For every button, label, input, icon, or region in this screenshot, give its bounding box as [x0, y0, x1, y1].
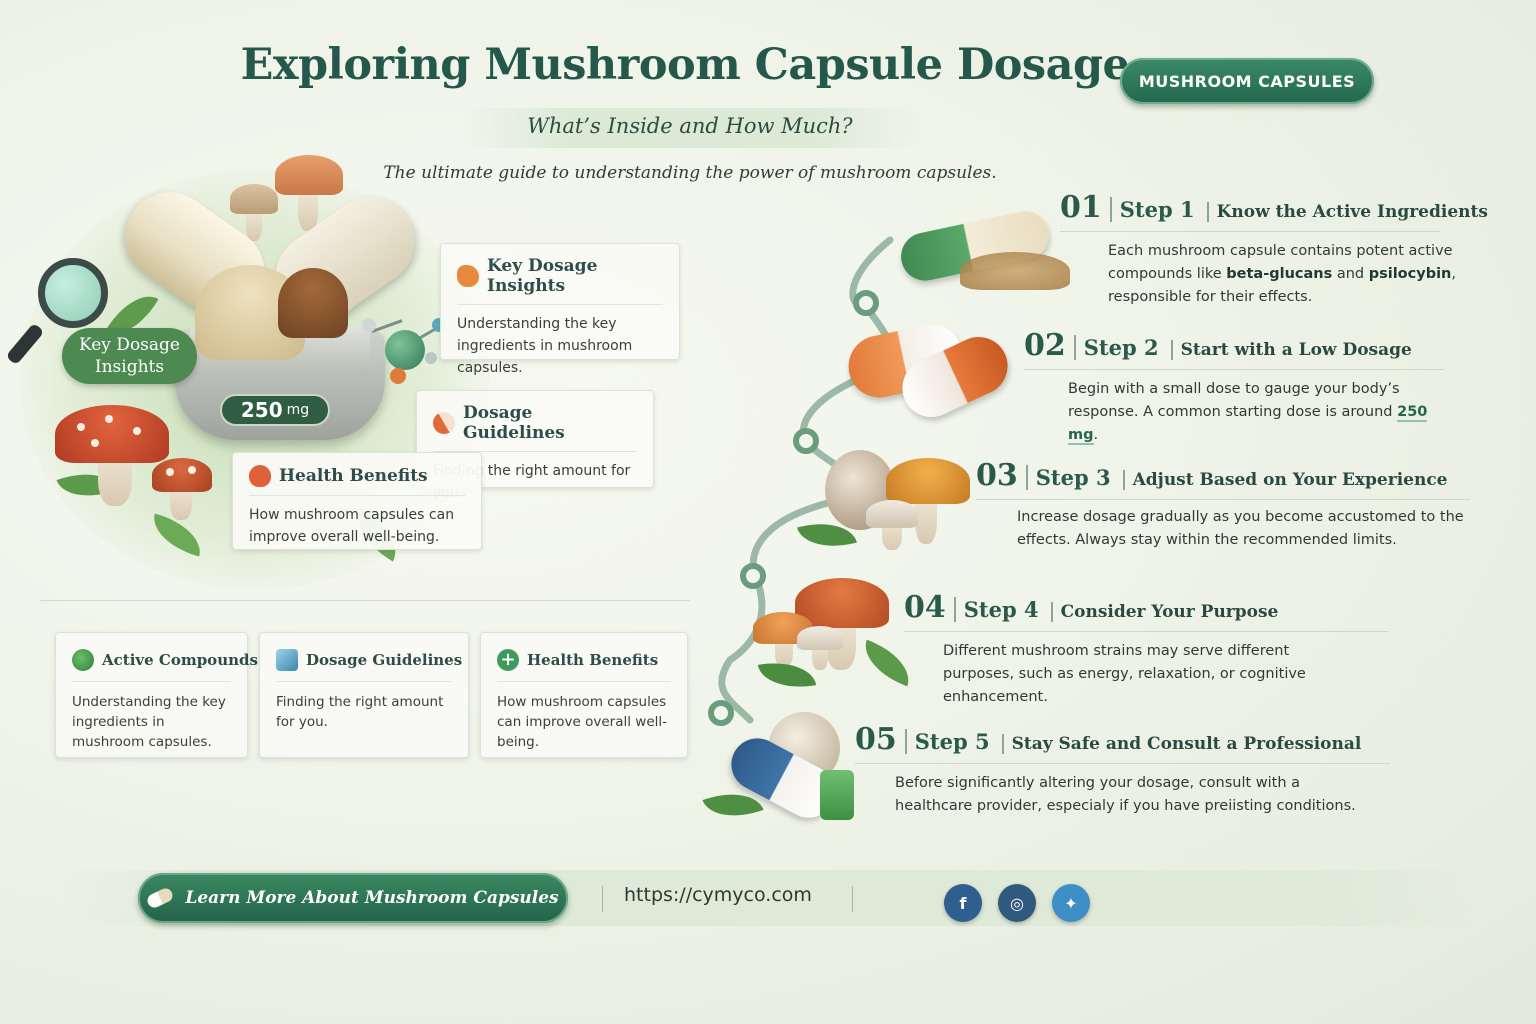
plus-icon: +: [497, 649, 519, 671]
molecule-icon: [385, 330, 425, 370]
step-label: Step 1: [1109, 197, 1195, 222]
step-number: 04: [904, 590, 946, 625]
cube-icon: [276, 649, 298, 671]
feature-title: Health Benefits: [527, 651, 659, 669]
dose-unit: mg: [286, 402, 310, 418]
mushroom-icon: [275, 155, 343, 195]
feature-body: Understanding the key ingredients in mus…: [72, 694, 226, 750]
step-4-body: Different mushroom strains may serve dif…: [943, 643, 1306, 705]
step-text: Each mushroom capsule contains potent ac…: [1108, 243, 1453, 282]
step-2-heading: 02 Step 2 Start with a Low Dosage: [1024, 328, 1444, 370]
step-text: Begin with a small dose to gauge your bo…: [1068, 381, 1400, 420]
dose-highlight: 250 mg: [1068, 404, 1428, 445]
step-number: 05: [855, 722, 897, 757]
path-node: [853, 290, 879, 316]
mushroom-icon: [55, 405, 169, 463]
step-title: Consider Your Purpose: [1050, 602, 1278, 622]
callout-body: Understanding the key ingredients in mus…: [457, 316, 633, 376]
page-title: Exploring Mushroom Capsule Dosage: [240, 40, 1130, 90]
step-label: Step 4: [953, 597, 1039, 622]
step-title: Know the Active Ingredients: [1206, 202, 1488, 222]
step-text: , responsible for their effects.: [1108, 266, 1456, 305]
step-title: Stay Safe and Consult a Professional: [1001, 734, 1361, 754]
subtitle-band: [460, 108, 920, 148]
step-number: 01: [1060, 190, 1102, 225]
category-badge[interactable]: MUSHROOM CAPSULES: [1120, 58, 1374, 104]
page-subtitle: What’s Inside and How Much?: [527, 114, 853, 138]
feature-title: Active Compounds: [102, 651, 258, 669]
learn-more-button[interactable]: Learn More About Mushroom Capsules: [138, 873, 568, 923]
step-title: Start with a Low Dosage: [1170, 340, 1412, 360]
mushroom-icon: [230, 184, 278, 214]
twitter-icon[interactable]: ✦: [1052, 884, 1090, 922]
mushroom-stem: [246, 205, 262, 241]
hand-icon: [457, 265, 479, 287]
bottle-icon: [820, 770, 854, 820]
feature-card-health-benefits: + Health Benefits How mushroom capsules c…: [480, 632, 688, 758]
granule-heap: [278, 268, 348, 338]
callout-key-dosage-insights: Key Dosage Insights Understanding the ke…: [440, 243, 680, 376]
path-node: [708, 700, 734, 726]
mushroom-icon: [866, 500, 918, 528]
step-label: Step 2: [1073, 335, 1159, 360]
callout-body: How mushroom capsules can improve overal…: [249, 507, 455, 545]
step-text: and: [1332, 266, 1369, 282]
compound-name: beta-glucans: [1226, 266, 1333, 282]
compound-icon: [72, 649, 94, 671]
mushroom-icon: [152, 458, 212, 492]
mushroom-icon: [797, 626, 843, 650]
website-link[interactable]: https://cymyco.com: [624, 884, 812, 906]
feature-body: How mushroom capsules can improve overal…: [497, 694, 668, 750]
molecule-atom: [390, 368, 406, 384]
molecule-atom: [425, 352, 437, 364]
pill-icon: [428, 407, 460, 439]
feature-title: Dosage Guidelines: [306, 651, 463, 669]
feature-card-active-compounds: Active Compounds Understanding the key i…: [55, 632, 258, 758]
step-number: 02: [1024, 328, 1066, 363]
section-divider: [40, 600, 690, 601]
page-tagline: The ultimate guide to understanding the …: [383, 163, 997, 183]
footer-separator: [852, 886, 853, 912]
hero-label: Key Dosage Insights: [62, 328, 197, 384]
footer-separator: [602, 886, 603, 912]
granule-heap: [960, 252, 1070, 290]
magnifier-icon: [38, 258, 108, 328]
facebook-icon[interactable]: f: [944, 884, 982, 922]
step-number: 03: [976, 458, 1018, 493]
step-5-body: Before significantly altering your dosag…: [895, 775, 1356, 814]
compound-name: psilocybin: [1368, 266, 1452, 282]
learn-more-label: Learn More About Mushroom Capsules: [185, 888, 559, 908]
heart-icon: [249, 465, 271, 487]
step-text: .: [1093, 427, 1099, 443]
facebook-glyph: f: [959, 893, 967, 913]
instagram-icon[interactable]: ◎: [998, 884, 1036, 922]
step-2-body: Begin with a small dose to gauge your bo…: [1068, 378, 1458, 447]
dose-value: 250: [240, 398, 283, 422]
step-1-heading: 01 Step 1 Know the Active Ingredients: [1060, 190, 1488, 232]
instagram-glyph: ◎: [1010, 893, 1024, 913]
step-3-body: Increase dosage gradually as you become …: [1017, 509, 1464, 548]
path-node: [740, 563, 766, 589]
step-5-heading: 05 Step 5 Stay Safe and Consult a Profes…: [855, 722, 1390, 764]
path-node: [793, 428, 819, 454]
step-4-heading: 04 Step 4 Consider Your Purpose: [904, 590, 1388, 632]
callout-health-benefits: Health Benefits How mushroom capsules ca…: [232, 452, 482, 550]
feature-card-dosage-guidelines: Dosage Guidelines Finding the right amou…: [259, 632, 469, 758]
callout-title: Key Dosage Insights: [487, 256, 598, 296]
mushroom-stem: [298, 185, 318, 231]
mushroom-icon: [886, 458, 970, 504]
step-1-body: Each mushroom capsule contains potent ac…: [1108, 240, 1478, 309]
step-3-heading: 03 Step 3 Adjust Based on Your Experienc…: [976, 458, 1470, 500]
step-label: Step 5: [904, 729, 990, 754]
callout-title: Dosage Guidelines: [463, 403, 565, 443]
callout-title: Health Benefits: [279, 466, 428, 486]
capsule-icon: [145, 886, 176, 910]
twitter-glyph: ✦: [1064, 893, 1078, 913]
molecule-atom: [362, 318, 376, 332]
mushroom-icon: [795, 578, 889, 628]
step-label: Step 3: [1025, 465, 1111, 490]
feature-body: Finding the right amount for you.: [276, 694, 444, 730]
step-title: Adjust Based on Your Experience: [1122, 470, 1448, 490]
